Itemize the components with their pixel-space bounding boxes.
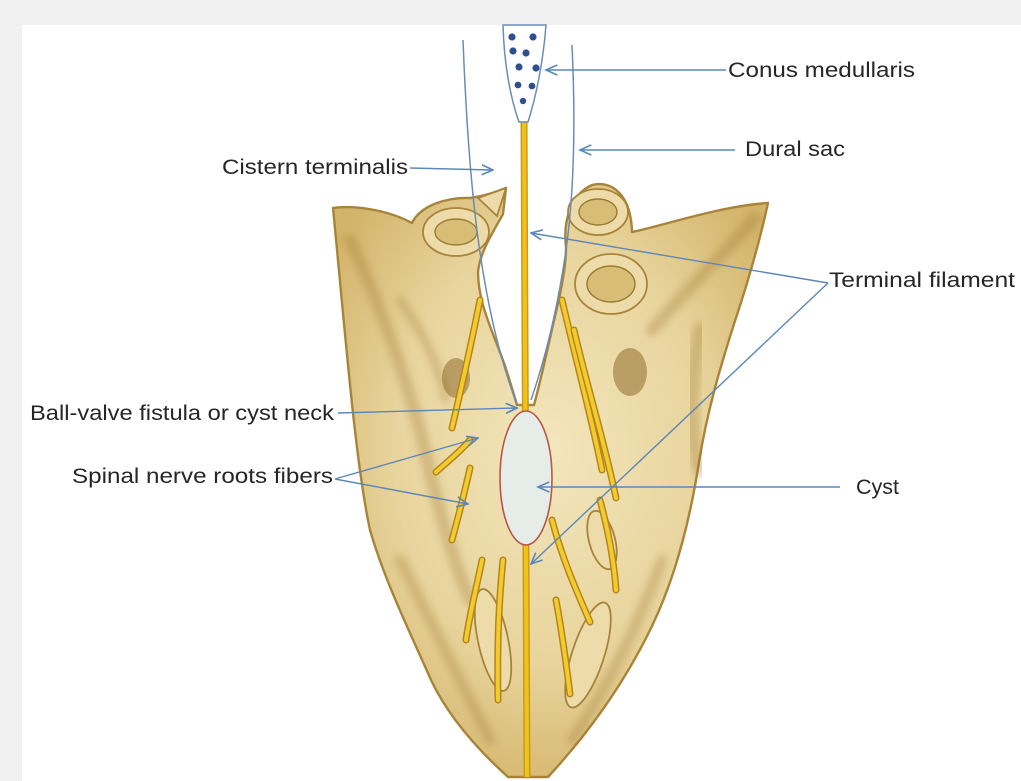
- conus-dot: [509, 47, 516, 54]
- label-conus-medullaris: Conus medullaris: [728, 59, 915, 82]
- label-cistern-terminalis: Cistern terminalis: [222, 156, 408, 179]
- conus-dot: [515, 63, 522, 70]
- conus-dot: [520, 98, 526, 104]
- label-terminal-filament: Terminal filament: [829, 269, 1015, 292]
- label-dural-sac: Dural sac: [745, 138, 845, 161]
- conus-dot: [529, 33, 536, 40]
- shade-right-mid: [692, 330, 700, 470]
- right-top-vertebra-core: [579, 199, 617, 225]
- conus-dot: [529, 83, 536, 90]
- label-spinal-nerve-roots: Spinal nerve roots fibers: [72, 465, 333, 488]
- conus-dot: [515, 82, 522, 89]
- right-second-vertebra-core: [587, 266, 635, 302]
- right-foramen: [613, 348, 647, 396]
- label-cyst: Cyst: [856, 476, 899, 499]
- label-ball-valve-fistula: Ball-valve fistula or cyst neck: [30, 402, 335, 425]
- conus-dot: [532, 64, 539, 71]
- conus-dot: [508, 33, 515, 40]
- left-top-vertebra-core: [435, 219, 477, 245]
- cyst-shape: [500, 411, 552, 545]
- conus-dot: [522, 49, 529, 56]
